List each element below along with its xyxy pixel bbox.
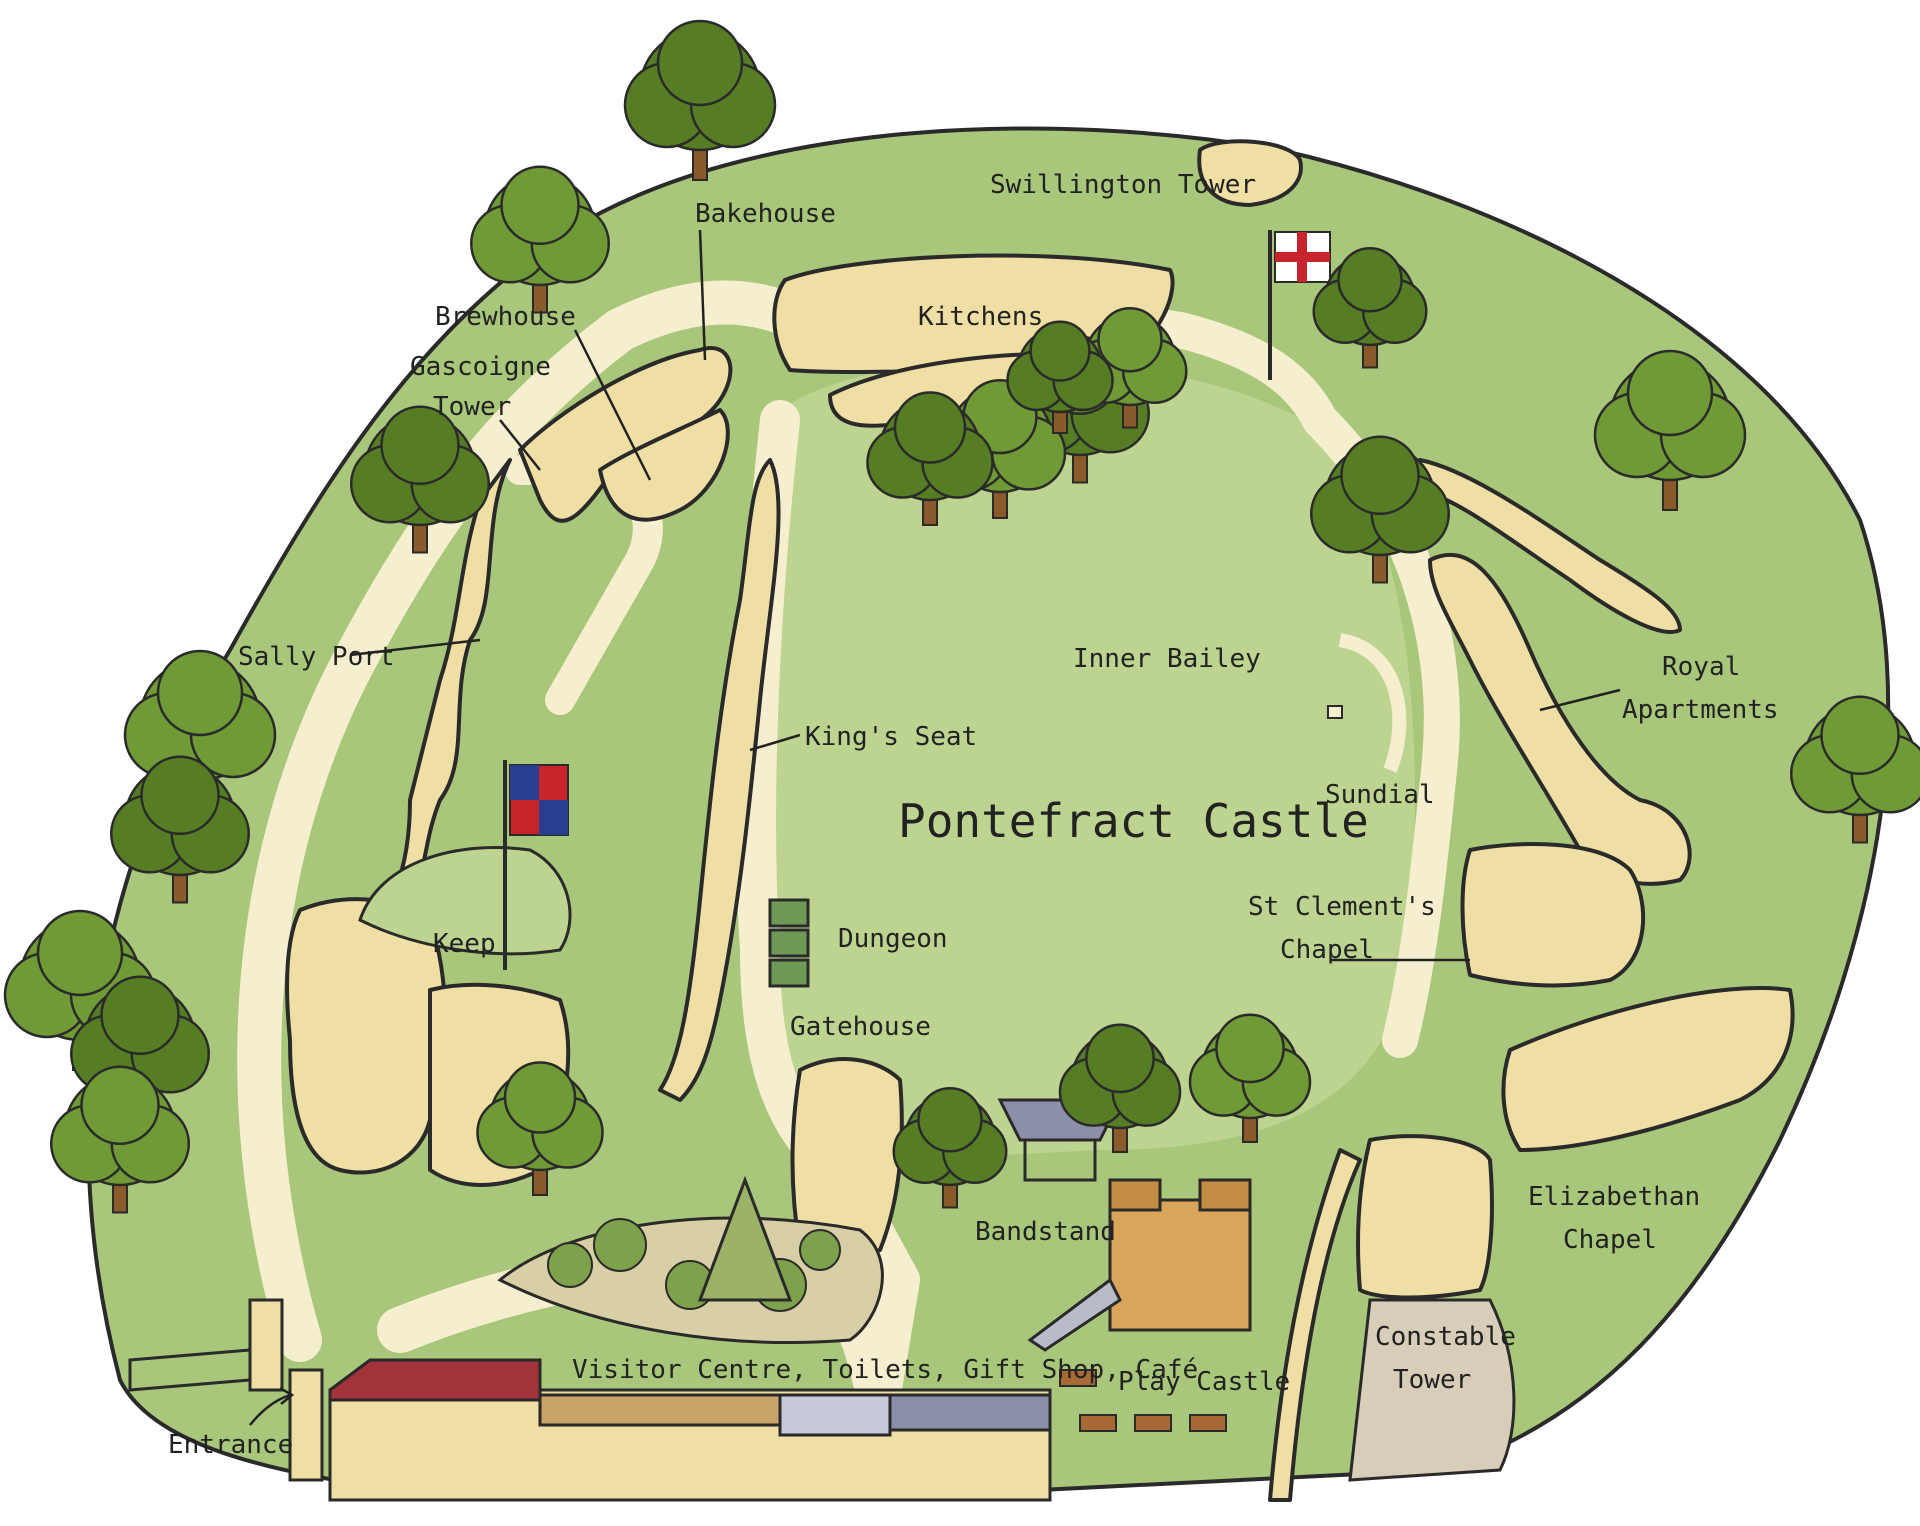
keep-mound [358,846,572,956]
bakehouse-label: Bakehouse [695,199,836,229]
play-castle-icon [1027,1178,1252,1352]
play-castle-label: Play Castle [1118,1367,1290,1397]
tree-icon [470,165,610,314]
tree-icon [476,1061,604,1196]
keep-label: Keep [433,929,496,959]
visitor-centre-label: Visitor Centre, Toilets, Gift Shop, Café [572,1355,1198,1385]
st-clements-chapel-label-line1: St Clement's [1248,892,1436,922]
royal-banner-flag-icon [503,760,569,970]
tree-icon [1312,247,1428,369]
kitchens-label: Kitchens [918,302,1043,332]
tree-icon [1310,435,1450,584]
dungeon-icon [768,898,810,988]
royal-apartments-label-line2: Apartments [1622,695,1779,725]
ruined-walls [285,139,1795,1502]
gascoigne-tower-label-line2: Tower [433,392,511,422]
tree-icon [1006,320,1114,435]
entrance-label: Entrance [168,1430,293,1460]
st-clements-chapel-label-line2: Chapel [1280,935,1374,965]
trees [3,19,1920,1214]
brewhouse-label: Brewhouse [435,302,576,332]
tree-icon [623,19,777,181]
tree-icon [1593,349,1747,511]
royal-apartments-label-line1: Royal [1662,652,1740,682]
sally-port-label: Sally Port [238,642,395,672]
tree-icon [110,755,250,904]
tree-icon [350,405,490,554]
tree-icon [1188,1013,1312,1144]
sundial-icon [1327,633,1407,773]
gatehouse-label: Gatehouse [790,1012,931,1042]
tree-icon [1058,1023,1182,1154]
inner-bailey-label: Inner Bailey [1073,644,1261,674]
tree-icon [1790,695,1920,844]
entrance-arrow-icon [249,1393,291,1426]
map-title: Pontefract Castle [898,794,1369,848]
inner-bailey-lawn [763,359,1415,1161]
tree-icon [866,391,994,526]
bandstand-label: Bandstand [975,1217,1116,1247]
kings-seat-label: King's Seat [805,722,977,752]
tree-icon [123,649,277,811]
gascoigne-tower-label-line1: Gascoigne [410,352,551,382]
sundial-label: Sundial [1325,780,1435,810]
entrance-gate [128,1298,324,1482]
st-george-flag-icon [1268,230,1331,380]
leader-lines [349,229,1621,962]
entrance-arrowhead [279,1386,295,1405]
elizabethan-chapel-label-line2: Chapel [1563,1225,1657,1255]
paved-area [1348,1298,1516,1482]
dungeon-label: Dungeon [838,924,948,954]
tree-icon [50,1065,190,1214]
picnic-tables [1059,1369,1227,1432]
elizabethan-chapel-label-line1: Elizabethan [1528,1182,1700,1212]
willow-tepee-icon [697,1175,793,1302]
constable-tower-label-line2: Tower [1393,1365,1471,1395]
visitor-centre [328,1358,1052,1502]
constable-tower-label-line1: Constable [1375,1322,1516,1352]
tree-icon [892,1087,1008,1209]
swillington-tower-label: Swillington Tower [990,170,1256,200]
